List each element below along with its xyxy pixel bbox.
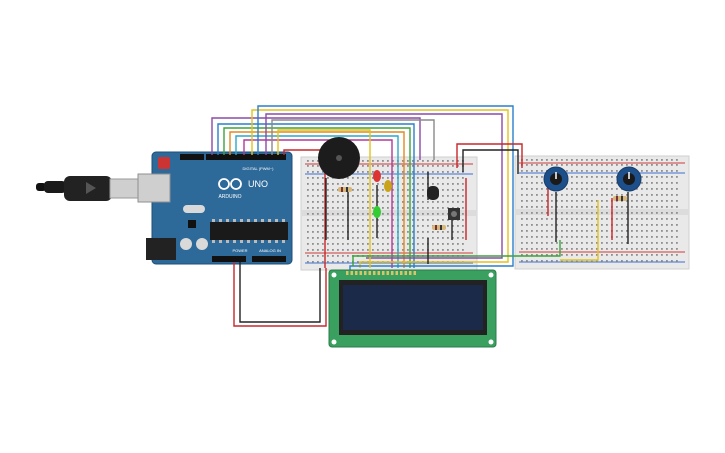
reset-button[interactable] — [158, 157, 170, 169]
wire-red-short — [283, 149, 326, 268]
digital-label: DIGITAL (PWM~) — [243, 166, 275, 171]
wire-blue-long — [257, 105, 514, 270]
resistor — [432, 225, 446, 230]
potentiometer[interactable] — [616, 166, 642, 192]
usb-jack — [137, 173, 171, 203]
analog-header — [252, 256, 286, 262]
lcd-screen — [343, 285, 483, 330]
temperature-sensor[interactable] — [427, 186, 439, 200]
wire-green — [223, 127, 411, 268]
wire-blue — [217, 123, 415, 268]
wire-black-gnd — [239, 262, 321, 323]
arduino-uno[interactable]: ARDUINO UNO DIGITAL (PWM~) POWER ANALOG … — [137, 151, 293, 265]
lcd-16x2[interactable] — [328, 269, 497, 348]
wire-purple-long — [265, 113, 503, 259]
piezo-buzzer[interactable] — [318, 137, 360, 179]
usb-cable — [36, 176, 141, 201]
atmega-chip — [210, 222, 288, 240]
wire-yellow-2 — [277, 129, 371, 268]
potentiometer[interactable] — [543, 166, 569, 192]
wire-magenta — [243, 139, 393, 268]
breadboard-right[interactable] — [514, 155, 690, 270]
arduino-logo-icon — [218, 178, 242, 190]
arduino-brand: ARDUINO — [218, 194, 241, 200]
wire-yellow-pot — [560, 200, 599, 261]
digital-header — [206, 154, 286, 160]
resistor — [613, 196, 627, 201]
wires — [211, 105, 629, 327]
wire-gray — [271, 119, 435, 160]
pushbutton[interactable] — [448, 208, 460, 220]
wire-orange — [229, 131, 405, 268]
led-green[interactable] — [373, 206, 381, 218]
power-jack — [146, 238, 176, 260]
wire-green-pot — [352, 240, 561, 266]
resistor — [338, 187, 352, 192]
arduino-model: UNO — [248, 179, 268, 189]
lcd-pin-header — [346, 271, 416, 275]
wire-red-bridge — [456, 143, 523, 168]
power-header — [212, 256, 246, 262]
wire-red-5v — [233, 262, 327, 327]
led-yellow[interactable] — [384, 180, 392, 192]
wire-yellow — [251, 109, 509, 268]
wire-cyan — [235, 135, 399, 268]
wire-purple — [211, 117, 421, 160]
analog-label: ANALOG IN — [259, 248, 281, 253]
breadboard-left[interactable] — [300, 156, 478, 271]
power-label: POWER — [232, 248, 247, 253]
wire-black-bridge — [462, 149, 519, 174]
led-red[interactable] — [373, 170, 381, 182]
